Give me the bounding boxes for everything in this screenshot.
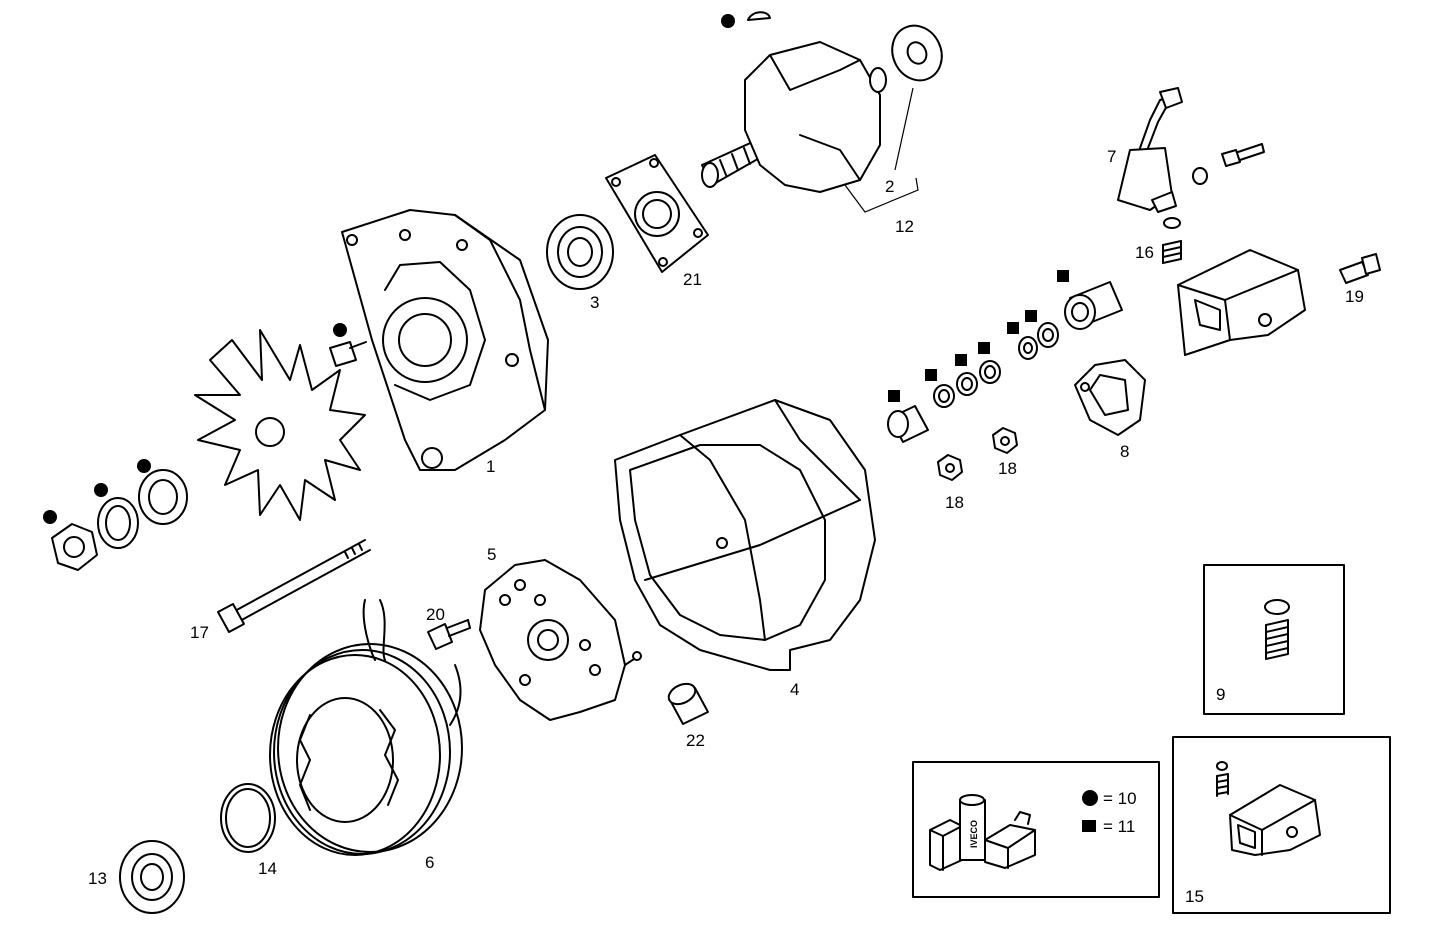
- part-13-bearing: [119, 840, 185, 914]
- label-part-19: 19: [1345, 287, 1364, 306]
- legend-box: IVECO = 10 = 11: [912, 761, 1160, 898]
- label-part-8: 8: [1120, 442, 1129, 461]
- label-part-17: 17: [190, 623, 209, 642]
- part-7-cable-sensor: [1117, 87, 1183, 213]
- label-part-15: 15: [1185, 887, 1204, 906]
- label-part-20: 20: [426, 605, 445, 624]
- part-voltage-regulator: [1177, 249, 1306, 356]
- legend-brand-text: IVECO: [969, 820, 979, 848]
- label-part-7: 7: [1107, 147, 1116, 166]
- screw-near-housing: [329, 323, 367, 367]
- part-screw-upper-right: [1192, 143, 1265, 185]
- legend-kit-illustration: IVECO: [929, 794, 1036, 871]
- label-part-1: 1: [486, 457, 495, 476]
- legend-circle-marker: [1082, 790, 1098, 806]
- legend-square-marker: [1082, 820, 1096, 832]
- label-part-5: 5: [487, 545, 496, 564]
- part-brush-bushing: [1057, 270, 1123, 330]
- part-1-drive-end-housing: [341, 209, 549, 471]
- part-18-nut-a: [937, 454, 963, 481]
- label-part-18a: 18: [945, 493, 964, 512]
- part-16-spring: [1162, 217, 1182, 264]
- label-part-18b: 18: [998, 459, 1017, 478]
- label-part-9: 9: [1216, 685, 1225, 704]
- part-nut-left: [43, 510, 98, 571]
- part-spacer-left: [137, 459, 188, 525]
- legend-square-text: = 11: [1103, 817, 1135, 836]
- part-sleeve-small: [887, 390, 929, 443]
- box-15-regulator-kit: [1172, 736, 1391, 914]
- label-part-13: 13: [88, 869, 107, 888]
- label-part-3: 3: [590, 293, 599, 312]
- part-fan: [194, 329, 366, 521]
- part-8-brush-holder: [1074, 359, 1146, 436]
- part-6-stator: [269, 599, 463, 856]
- part-small-washers-right: [1007, 310, 1059, 360]
- label-part-21: 21: [683, 270, 702, 289]
- part-19-screw: [1339, 253, 1381, 284]
- part-22-bushing: [667, 682, 709, 725]
- part-14-o-ring: [220, 783, 276, 853]
- label-part-4: 4: [790, 680, 799, 699]
- label-part-14: 14: [258, 859, 277, 878]
- part-rotor: [701, 11, 887, 193]
- label-part-22: 22: [686, 731, 705, 750]
- part-12-bracket: [844, 177, 919, 213]
- label-part-6: 6: [425, 853, 434, 872]
- part-20-screw: [427, 619, 471, 650]
- label-part-12: 12: [895, 217, 914, 236]
- part-21-retaining-plate: [605, 154, 709, 273]
- part-small-washers-middle: [925, 342, 1001, 408]
- box-9-spring-kit: [1203, 564, 1345, 715]
- part-washer-left: [94, 483, 139, 549]
- part-4-slip-ring-housing: [614, 399, 876, 671]
- part-5-rectifier: [479, 559, 642, 721]
- part-17-through-bolt: [217, 539, 371, 633]
- part-3-bearing: [546, 214, 614, 290]
- part-18-nut-b: [992, 427, 1018, 454]
- label-part-2: 2: [885, 177, 894, 196]
- part-2-washer: [891, 24, 943, 171]
- legend-circle-text: = 10: [1103, 789, 1137, 808]
- label-part-16: 16: [1135, 243, 1154, 262]
